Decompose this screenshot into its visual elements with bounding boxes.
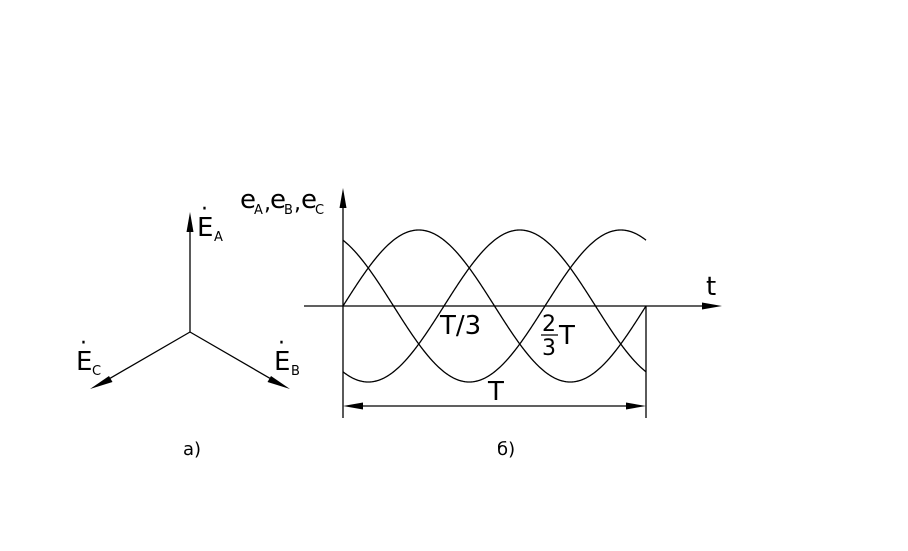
- y-axis-label-ea-sub: A: [254, 203, 263, 218]
- y-axis-label-eb-e: e: [270, 185, 286, 215]
- y-axis-label: e A , e B , e C: [240, 185, 324, 218]
- period-arrowhead-right: [626, 402, 646, 410]
- x-axis-label: t: [706, 272, 716, 302]
- phasor-ea-arrowhead: [186, 212, 194, 232]
- phasor-diagram: E · A E · B E · C a): [76, 197, 300, 460]
- ec-label-dot: ·: [80, 331, 87, 356]
- y-axis-label-sep-1: ,: [264, 191, 271, 216]
- eb-label-dot: ·: [278, 331, 285, 356]
- y-axis-label-sep-2: ,: [294, 191, 301, 216]
- phasor-eb-line: [189, 331, 279, 384]
- marker-two-thirds-period: 2 3 T: [541, 312, 575, 361]
- y-axis-label-ec-sub: C: [315, 203, 324, 218]
- y-axis-label-ec-e: e: [301, 185, 317, 215]
- ea-label-main: E: [197, 213, 213, 243]
- marker-third-period: T/3: [439, 311, 481, 341]
- eb-label-main: E: [274, 347, 290, 377]
- y-axis-label-ea-e: e: [240, 185, 256, 215]
- y-axis-label-eb-sub: B: [284, 203, 293, 218]
- marker-two-thirds-suffix: T: [558, 321, 575, 351]
- y-axis-arrowhead: [339, 188, 347, 208]
- marker-two-thirds-numerator: 2: [542, 312, 556, 337]
- period-arrowhead-left: [343, 402, 363, 410]
- caption-a: a): [183, 439, 201, 460]
- ec-label-main: E: [76, 347, 92, 377]
- phasor-eb-arrowhead: [267, 376, 290, 389]
- phasor-ec-line: [101, 331, 191, 384]
- waveform-diagram: e A , e B , e C t T/3 2 3 T T б): [240, 185, 722, 460]
- ec-label-sub: C: [92, 364, 101, 379]
- marker-two-thirds-denominator: 3: [542, 336, 556, 361]
- eb-label-sub: B: [291, 364, 300, 379]
- caption-b: б): [497, 439, 515, 460]
- x-axis-arrowhead: [702, 302, 722, 310]
- waveform-ec: [342, 229, 647, 383]
- phasor-ec-arrowhead: [90, 376, 113, 389]
- waveform-eb: [342, 229, 647, 383]
- ea-label-sub: A: [214, 230, 223, 245]
- period-label: T: [487, 377, 504, 407]
- waveform-ea: [342, 229, 647, 383]
- ea-label-dot: ·: [201, 197, 208, 222]
